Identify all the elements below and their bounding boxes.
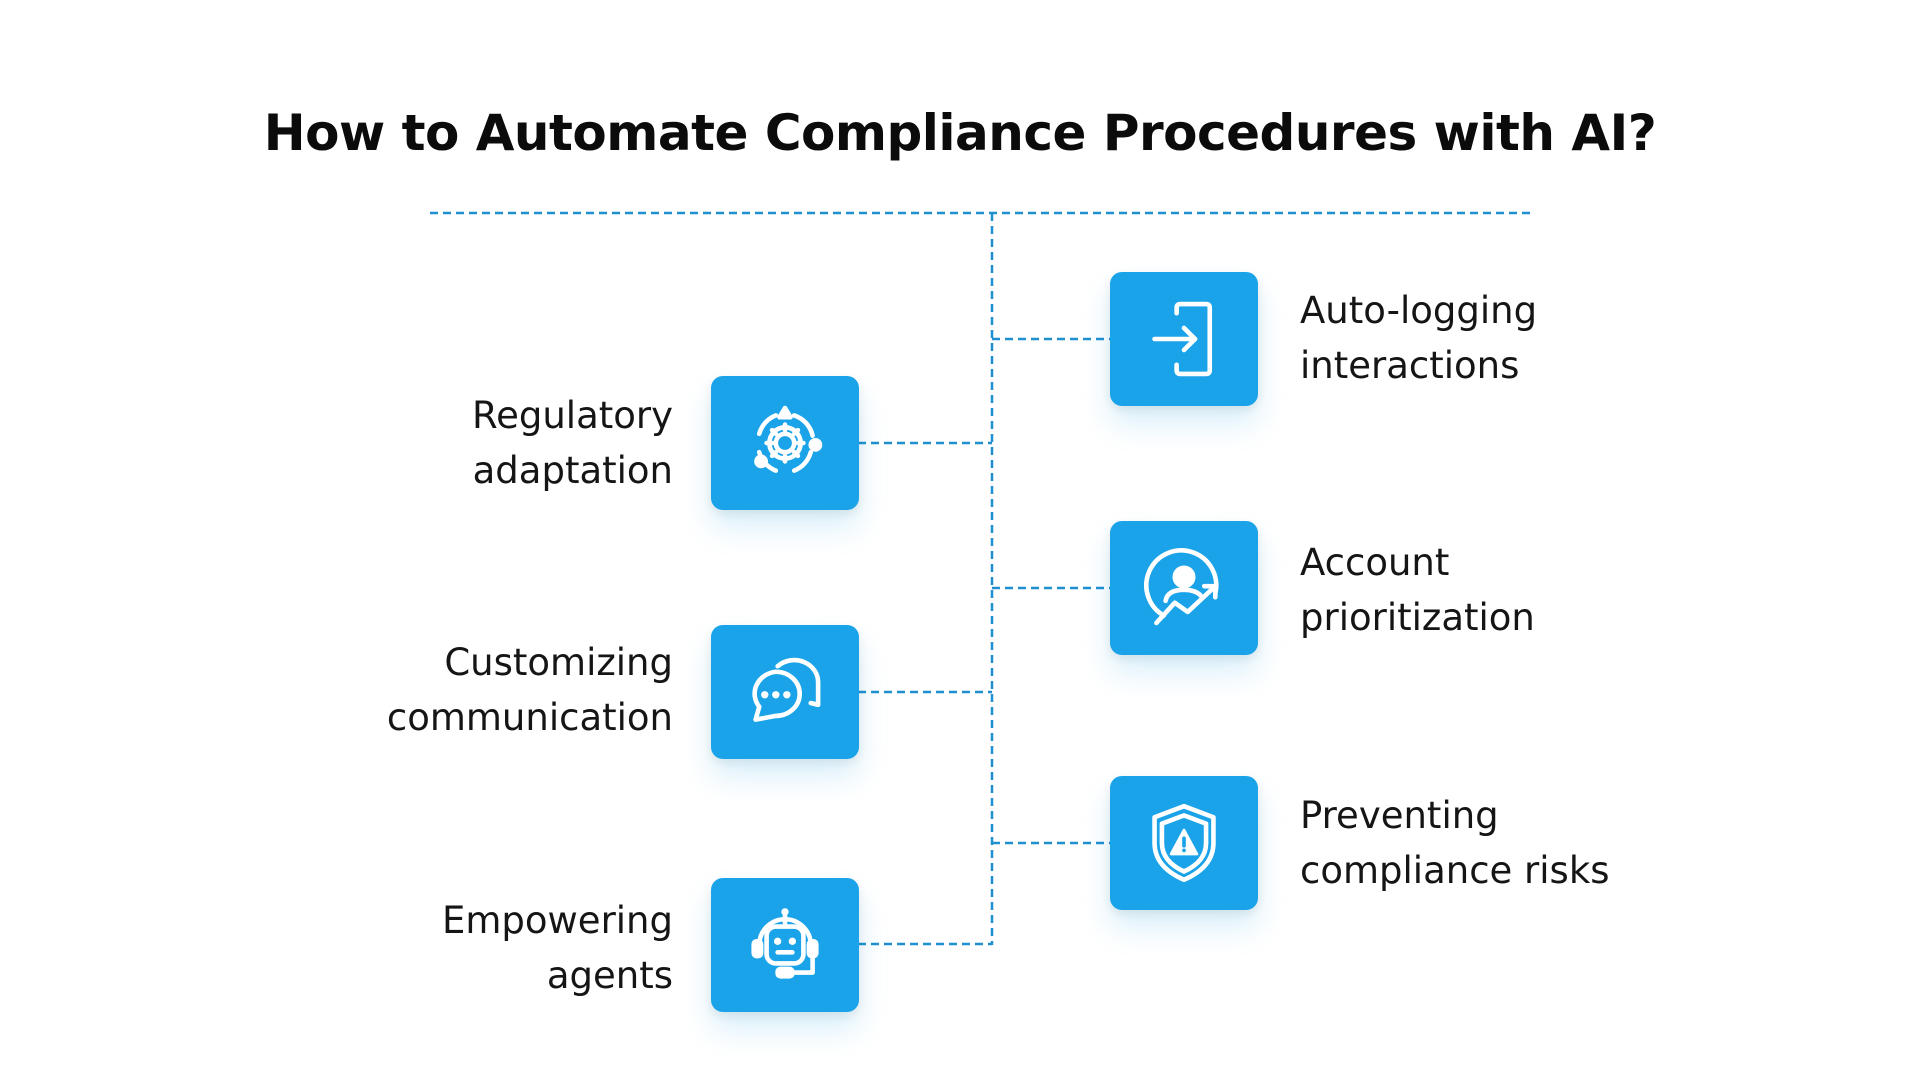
diagram-title: How to Automate Compliance Procedures wi… <box>263 104 1657 162</box>
tile-preventing-risks <box>1110 776 1258 910</box>
tile-regulatory-adaptation <box>711 376 859 510</box>
tile-customizing-communication <box>711 625 859 759</box>
shield-warning-icon <box>1152 803 1216 883</box>
user-growth-icon <box>1144 548 1219 626</box>
tile-auto-logging <box>1110 272 1258 406</box>
robot-headset-icon <box>751 908 819 979</box>
gear-cycle-icon <box>754 405 823 473</box>
chat-bubbles-icon <box>752 657 821 722</box>
label-customizing-communication: Customizing communication <box>386 641 673 739</box>
tile-account-prioritization <box>1110 521 1258 655</box>
label-empowering-agents: Empowering agents <box>442 899 673 997</box>
login-arrow-icon <box>1152 301 1213 377</box>
label-auto-logging: Auto-logging interactions <box>1300 289 1538 387</box>
label-regulatory-adaptation: Regulatory adaptation <box>472 394 673 492</box>
tile-empowering-agents <box>711 878 859 1012</box>
label-preventing-risks: Preventing compliance risks <box>1300 794 1610 892</box>
label-account-prioritization: Account prioritization <box>1300 541 1535 639</box>
